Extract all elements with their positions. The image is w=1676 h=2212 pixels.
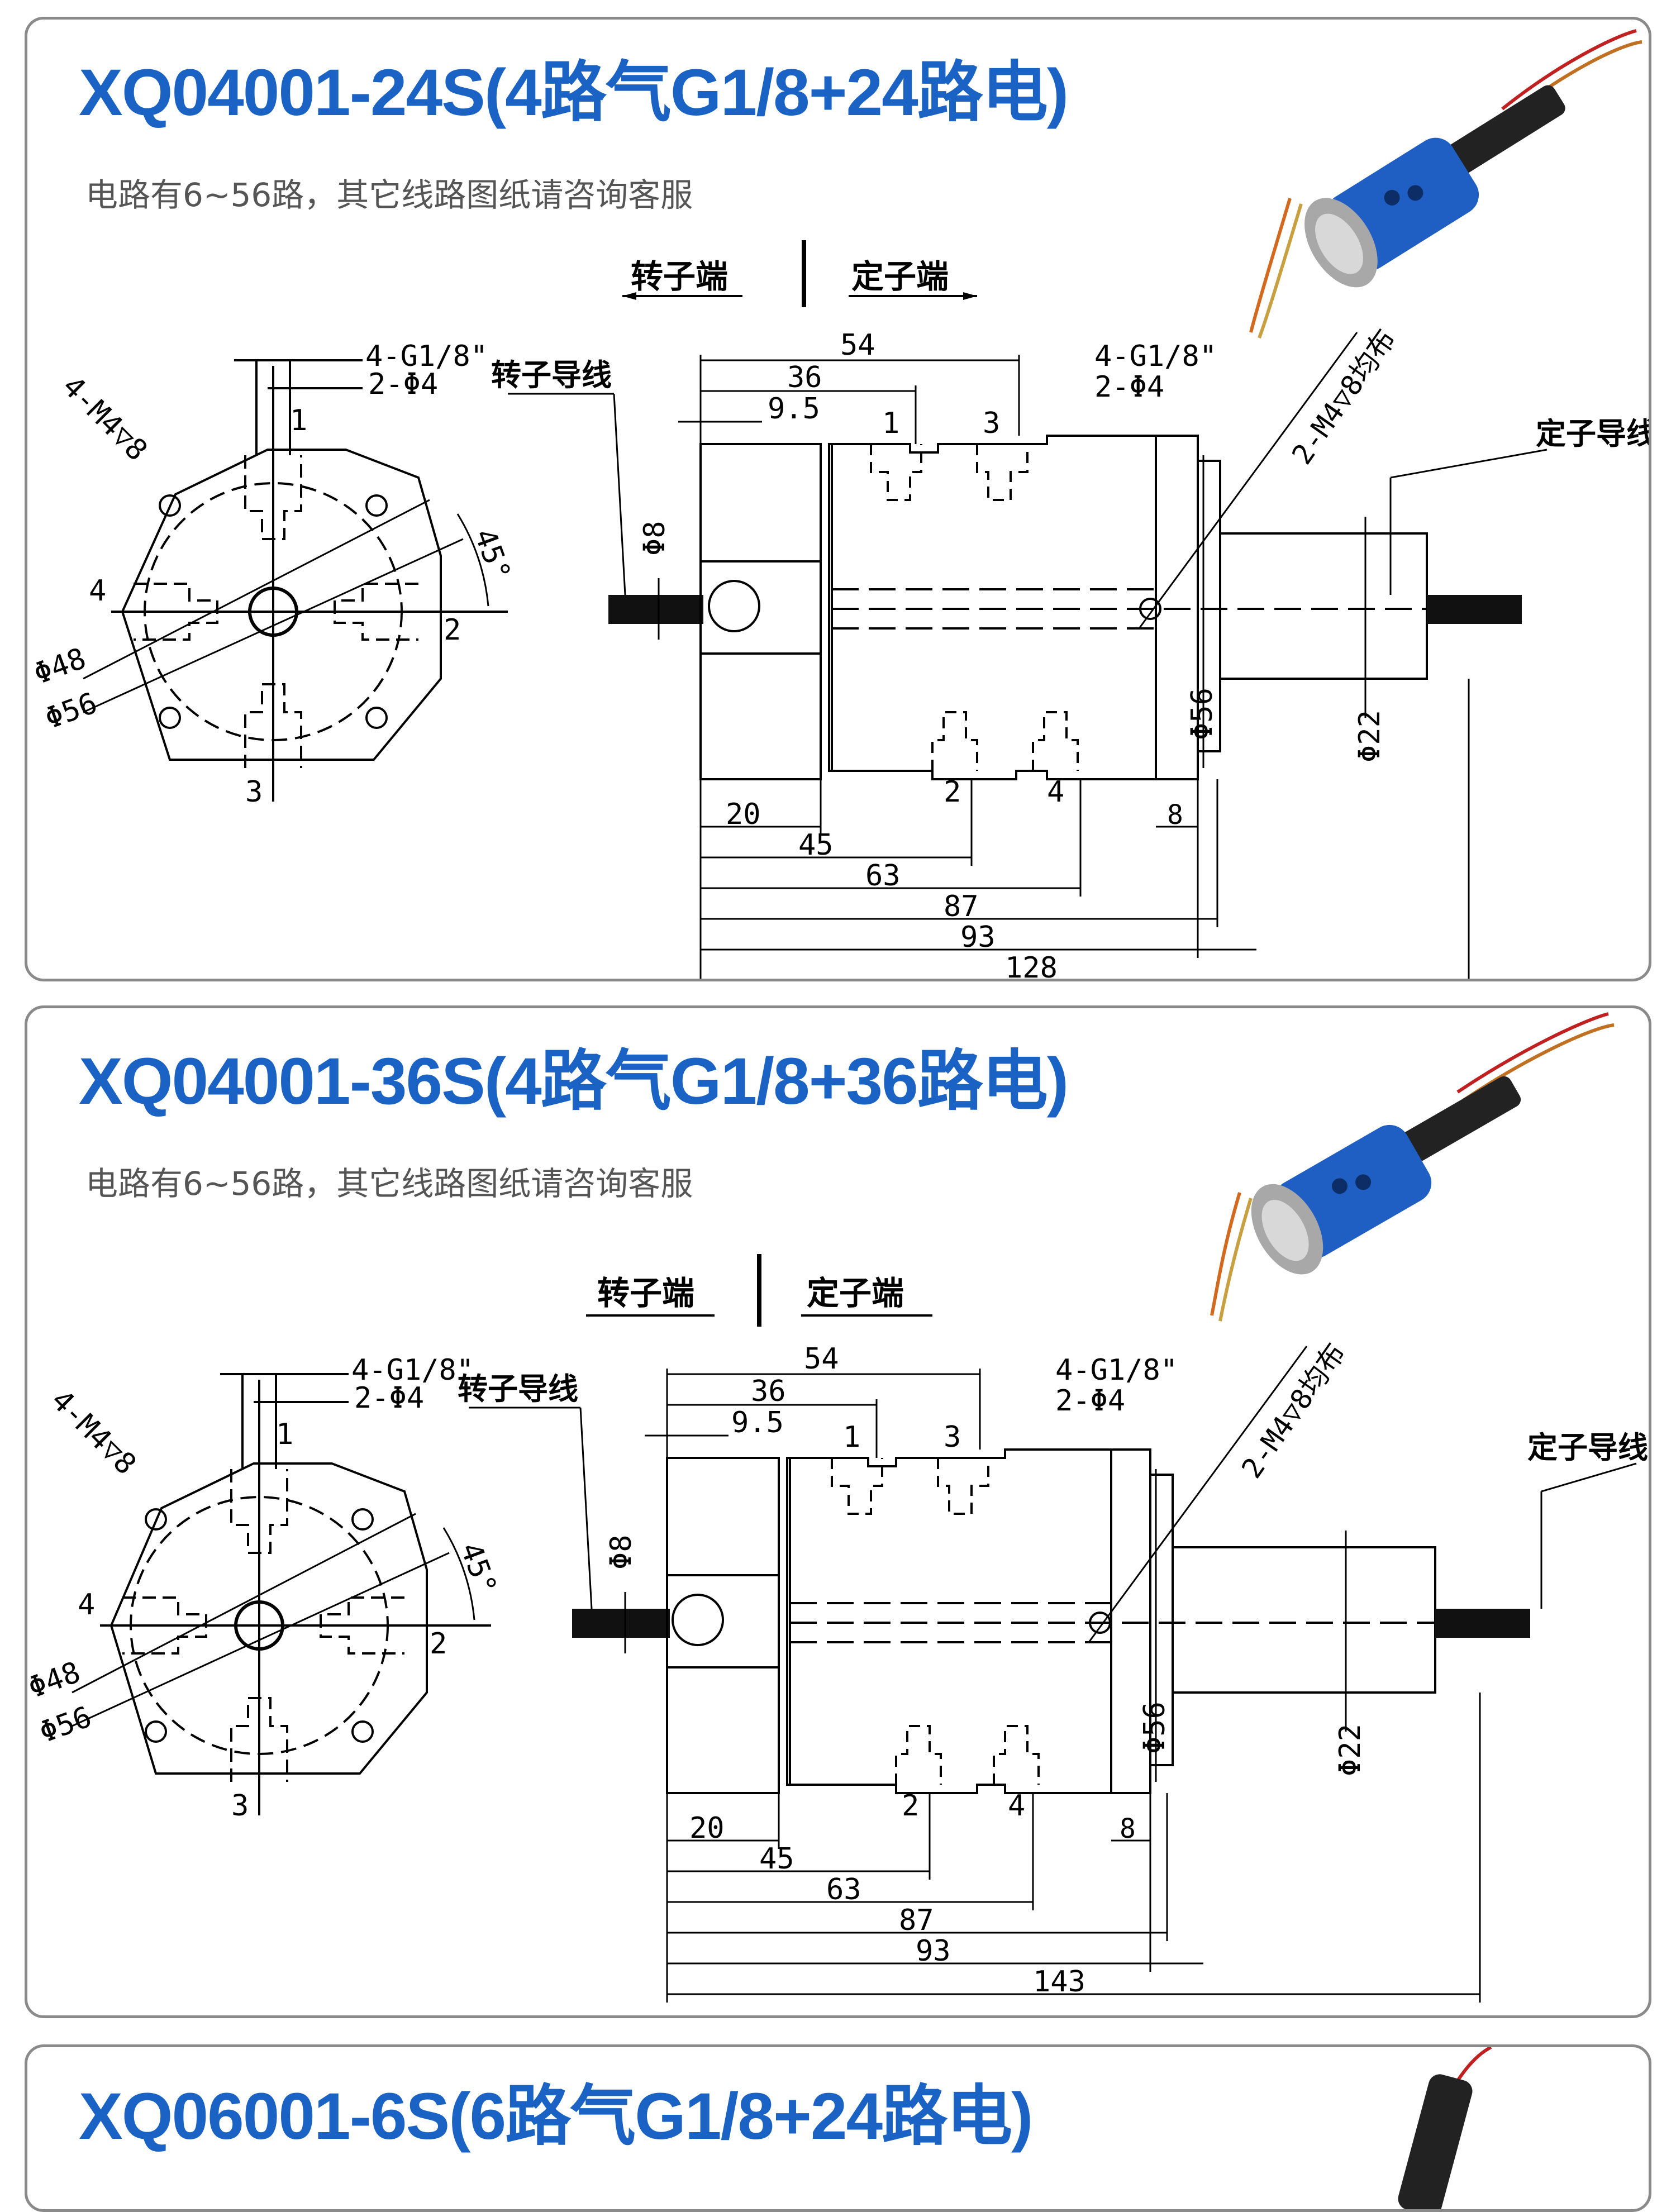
product-title: XQ04001-36S(4路气G1/8+36路电) xyxy=(79,1045,1069,1118)
side-view xyxy=(469,1346,1637,2003)
port-label-1: 1 xyxy=(276,1418,293,1451)
product-subtitle: 电路有6~56路，其它线路图纸请咨询客服 xyxy=(85,1165,693,1203)
dim-9-5: 9.5 xyxy=(731,1406,784,1439)
dim-36: 36 xyxy=(787,361,822,394)
product-title: XQ04001-24S(4路气G1/8+24路电) xyxy=(79,56,1069,130)
technical-drawing: 转子端 定子端 xyxy=(30,29,1651,981)
port-label-4: 4 xyxy=(78,1588,95,1622)
port-label-2: 2 xyxy=(444,613,461,647)
dia8-label: Φ8 xyxy=(638,521,672,556)
stator-wire-label: 定子导线 xyxy=(1536,416,1651,451)
rotary-joint-product-photo xyxy=(1210,1012,1615,1322)
dim-8: 8 xyxy=(1167,799,1183,831)
port-label-2: 2 xyxy=(430,1627,447,1661)
technical-drawing: 转子端 定子端 xyxy=(27,1012,1648,2003)
product-subtitle: 电路有6~56路，其它线路图纸请咨询客服 xyxy=(85,176,693,214)
product-card-3: XQ06001-6S(6路气G1/8+24路电) xyxy=(25,2044,1651,2212)
dia56-face-label: Φ56 xyxy=(35,1700,96,1750)
hole-label-side: 2-Φ4 xyxy=(1055,1384,1125,1418)
dim-93: 93 xyxy=(916,1934,951,1968)
hole-label-side: 2-Φ4 xyxy=(1094,370,1164,404)
rotary-joint-product-photo xyxy=(1398,2047,1492,2209)
side-port-1: 1 xyxy=(843,1420,860,1454)
dim-63: 63 xyxy=(865,859,901,893)
side-port-3: 3 xyxy=(944,1420,961,1454)
port-label-4: 4 xyxy=(89,574,106,608)
angle-label: 45° xyxy=(454,1538,503,1599)
front-view xyxy=(83,359,508,802)
side-port-2: 2 xyxy=(944,775,961,809)
dia56-label: Φ56 xyxy=(1185,688,1219,740)
dim-20: 20 xyxy=(689,1811,725,1845)
dim-36: 36 xyxy=(751,1375,786,1408)
port-label-3: 3 xyxy=(231,1789,249,1823)
side-port-4: 4 xyxy=(1047,775,1064,809)
thread-label-side: 4-G1/8" xyxy=(1055,1353,1178,1387)
side-port-2: 2 xyxy=(902,1789,919,1823)
rotor-end-label: 转子端 xyxy=(597,1274,694,1312)
rotary-joint-product-photo xyxy=(1249,29,1642,339)
dim-overall: 128 xyxy=(1005,951,1058,981)
holes-label: 2-M4▽8均布 xyxy=(1235,1337,1351,1484)
side-port-4: 4 xyxy=(1008,1789,1025,1823)
dim-54: 54 xyxy=(804,1342,839,1376)
dim-9-5: 9.5 xyxy=(768,392,820,426)
product-title: XQ06001-6S(6路气G1/8+24路电) xyxy=(79,2080,1033,2153)
mount-label: 4-M4▽8 xyxy=(56,370,154,468)
hole-label-front: 2-Φ4 xyxy=(354,1381,424,1415)
port-label-1: 1 xyxy=(290,404,307,437)
thread-label-front: 4-G1/8" xyxy=(365,340,488,373)
dim-54: 54 xyxy=(840,328,875,362)
dia22-label: Φ22 xyxy=(1334,1724,1367,1776)
rotor-end-label: 转子端 xyxy=(631,258,728,295)
port-label-3: 3 xyxy=(245,775,263,809)
rotor-wire-label: 转子导线 xyxy=(458,1371,578,1407)
dia56-label: Φ56 xyxy=(1138,1701,1172,1754)
dim-87: 87 xyxy=(944,890,979,923)
stator-end-label: 定子端 xyxy=(807,1274,904,1312)
dia8-label: Φ8 xyxy=(604,1534,638,1570)
stator-wire-label: 定子导线 xyxy=(1527,1430,1648,1465)
front-view xyxy=(72,1373,491,1815)
dim-45: 45 xyxy=(798,828,834,862)
dia48-label: Φ48 xyxy=(30,642,91,692)
dia22-label: Φ22 xyxy=(1353,710,1387,762)
dim-45: 45 xyxy=(759,1842,794,1876)
stator-end-label: 定子端 xyxy=(851,258,949,295)
thread-label-front: 4-G1/8" xyxy=(351,1353,474,1387)
dim-overall: 143 xyxy=(1033,1965,1085,1999)
side-port-1: 1 xyxy=(882,407,899,440)
dim-20: 20 xyxy=(726,798,761,831)
side-view xyxy=(508,332,1548,979)
dim-93: 93 xyxy=(960,921,996,954)
dim-8: 8 xyxy=(1120,1813,1136,1844)
product-card-2: XQ04001-36S(4路气G1/8+36路电) 电路有6~56路，其它线路图… xyxy=(25,1005,1651,2018)
angle-label: 45° xyxy=(468,525,517,585)
hole-label-front: 2-Φ4 xyxy=(368,368,438,401)
mount-label: 4-M4▽8 xyxy=(45,1384,142,1481)
product-card-1: XQ04001-24S(4路气G1/8+24路电) 电路有6~56路，其它线路图… xyxy=(25,17,1651,981)
dia48-label: Φ48 xyxy=(27,1656,85,1705)
holes-label: 2-M4▽8均布 xyxy=(1285,323,1402,470)
dim-87: 87 xyxy=(899,1904,934,1937)
dia56-face-label: Φ56 xyxy=(41,687,102,736)
thread-label-side: 4-G1/8" xyxy=(1094,340,1217,373)
dim-63: 63 xyxy=(826,1873,861,1906)
rotor-wire-label: 转子导线 xyxy=(491,357,612,393)
side-port-3: 3 xyxy=(983,407,1000,440)
